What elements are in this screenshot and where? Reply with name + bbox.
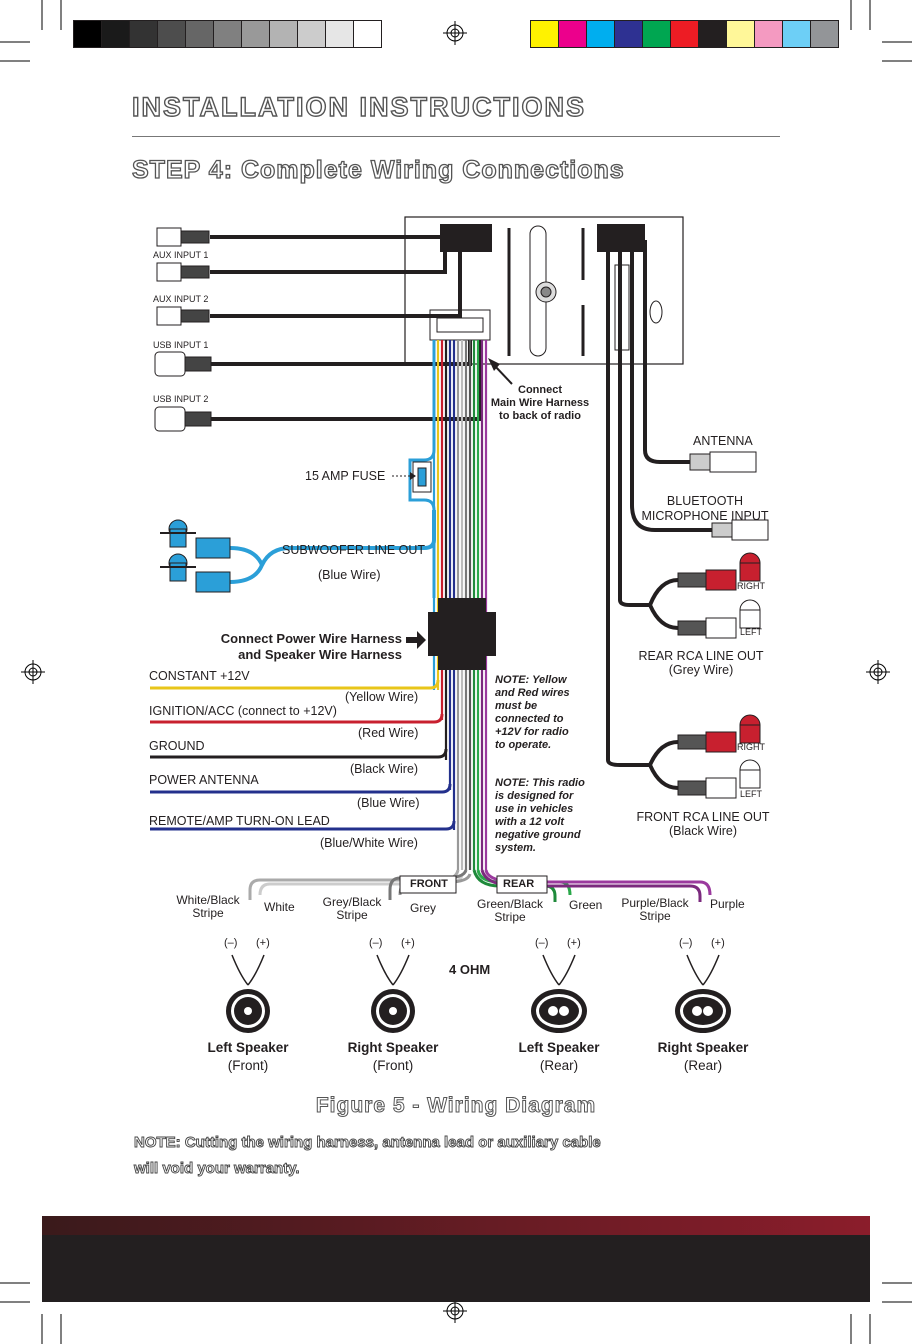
- red-wire-label: (Red Wire): [358, 726, 419, 740]
- subwoofer-label: SUBWOOFER LINE OUT: [282, 543, 426, 557]
- speaker-rear-right: [675, 989, 731, 1033]
- registration-mark-bottom: [443, 1299, 467, 1323]
- speaker-front-left: [226, 989, 270, 1033]
- speaker-front-right-label: Right Speaker(Front): [347, 1040, 439, 1073]
- connect-arrow: [488, 358, 513, 385]
- front-rca-label: FRONT RCA LINE OUT (Black Wire): [636, 810, 770, 838]
- power-harness-arrow: [406, 631, 426, 649]
- polarity-pos-2: (+): [401, 937, 415, 949]
- color-swatch: [185, 20, 214, 48]
- front-tag: FRONT: [410, 878, 448, 890]
- speaker-rear-left-label: Left Speaker(Rear): [518, 1040, 600, 1073]
- rear-rca: [648, 552, 761, 639]
- color-swatch: [782, 20, 811, 48]
- antenna-cable: [606, 240, 712, 767]
- color-swatch: [754, 20, 783, 48]
- polarity-neg-3: (–): [535, 937, 549, 949]
- color-swatch: [297, 20, 326, 48]
- color-swatch: [73, 20, 102, 48]
- speaker-rear-right-label: Right Speaker(Rear): [657, 1040, 749, 1073]
- speaker-leads: [231, 954, 720, 986]
- front-rca: [648, 714, 761, 799]
- color-swatch: [726, 20, 755, 48]
- power-antenna-label: POWER ANTENNA: [149, 773, 259, 787]
- color-swatch: [269, 20, 298, 48]
- section-title: INSTALLATION INSTRUCTIONS: [131, 91, 586, 122]
- fuse-label: 15 AMP FUSE: [305, 469, 386, 483]
- rear-left-label: LEFT: [740, 627, 763, 637]
- input-connectors: [154, 227, 212, 432]
- footer-accent: [42, 1216, 870, 1235]
- polarity-pos-4: (+): [711, 937, 725, 949]
- remote-amp-label: REMOTE/AMP TURN-ON LEAD: [149, 814, 330, 828]
- grey-label: Grey: [410, 901, 437, 915]
- color-swatch: [642, 20, 671, 48]
- bt-mic-label: BLUETOOTH MICROPHONE INPUT: [641, 494, 769, 523]
- aux-input-2-label: AUX INPUT 2: [153, 294, 209, 304]
- warranty-note: NOTE: Cutting the wiring harness, antenn…: [134, 1134, 602, 1178]
- registration-mark-left: [21, 660, 45, 684]
- registration-mark-right: [866, 660, 890, 684]
- ohm-label: 4 OHM: [449, 962, 491, 977]
- figure-caption: Figure 5 - Wiring Diagram: [315, 1094, 597, 1118]
- front-tag-box: [399, 875, 457, 894]
- green-label: Green: [569, 898, 603, 912]
- polarity-neg-4: (–): [679, 937, 693, 949]
- antenna-label: ANTENNA: [693, 434, 753, 448]
- front-right-label: RIGHT: [737, 742, 765, 752]
- color-swatch: [353, 20, 382, 48]
- color-swatch: [325, 20, 354, 48]
- blue-wire-label: (Blue Wire): [357, 796, 420, 810]
- polarity-pos-3: (+): [567, 937, 581, 949]
- constant-12v-label: CONSTANT +12V: [149, 669, 250, 683]
- subwoofer-cable: [229, 510, 436, 584]
- polarity-neg-1: (–): [224, 937, 238, 949]
- fuse-holder: [392, 340, 436, 598]
- rear-tag: REAR: [503, 878, 535, 890]
- color-swatch: [101, 20, 130, 48]
- blue-white-wire-label: (Blue/White Wire): [320, 836, 418, 850]
- color-swatch: [129, 20, 158, 48]
- antenna-plug: [689, 451, 757, 473]
- subwoofer-wire-label: (Blue Wire): [318, 568, 381, 582]
- speaker-front-left-label: Left Speaker(Front): [207, 1040, 289, 1073]
- usb-input-2-label: USB INPUT 2: [153, 394, 209, 404]
- registration-mark-top: [443, 21, 467, 45]
- front-left-label: LEFT: [740, 789, 763, 799]
- white-label: White: [264, 900, 295, 914]
- color-swatch: [530, 20, 559, 48]
- title-divider: [132, 136, 780, 137]
- power-leads: [150, 679, 456, 831]
- ground-label: GROUND: [149, 739, 205, 753]
- polarity-pos-1: (+): [256, 937, 270, 949]
- rear-tag-box: [496, 875, 548, 894]
- step-title: STEP 4: Complete Wiring Connections: [131, 155, 625, 184]
- connect-power-harness-label: Connect Power Wire Harness and Speaker W…: [220, 631, 402, 662]
- speaker-front-right: [371, 989, 415, 1033]
- black-wire-label: (Black Wire): [350, 762, 419, 776]
- rear-right-label: RIGHT: [737, 581, 765, 591]
- rear-rca-label: REAR RCA LINE OUT (Grey Wire): [638, 649, 764, 677]
- mic-plug: [711, 519, 769, 541]
- aux-input-1-label: AUX INPUT 1: [153, 250, 209, 260]
- purple-label: Purple: [710, 897, 745, 911]
- yellow-wire-label: (Yellow Wire): [345, 690, 419, 704]
- color-swatch: [670, 20, 699, 48]
- ignition-acc-label: IGNITION/ACC (connect to +12V): [149, 704, 337, 718]
- usb-input-1-label: USB INPUT 1: [153, 340, 209, 350]
- subwoofer-rca: [160, 519, 231, 593]
- connect-main-harness-label: Connect Main Wire Harness to back of rad…: [490, 384, 590, 422]
- color-swatch: [810, 20, 839, 48]
- polarity-neg-2: (–): [369, 937, 383, 949]
- speaker-rear-left: [531, 989, 587, 1033]
